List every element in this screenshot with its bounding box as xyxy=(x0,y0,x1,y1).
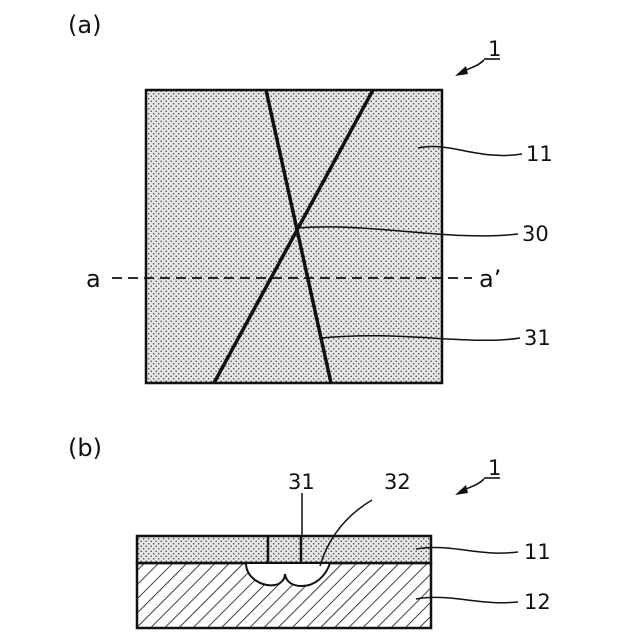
ref-30-label: 30 xyxy=(522,222,549,246)
panel-a: (a) 1 a a’ 11 30 31 xyxy=(68,11,553,383)
ref-31-label-b: 31 xyxy=(288,470,315,494)
device-ref-label-a: 1 xyxy=(488,37,501,61)
section-end-label: a’ xyxy=(479,265,501,293)
panel-b: (b) 1 31 32 11 12 xyxy=(68,434,551,628)
section-start-label: a xyxy=(86,265,101,293)
device-ref-arrowhead-b xyxy=(455,485,468,495)
layer-11-section xyxy=(137,536,431,563)
ref-32-label: 32 xyxy=(384,470,411,494)
device-ref-arrowhead-a xyxy=(455,66,468,76)
ref-11-label-b: 11 xyxy=(524,540,551,564)
ref-31-label-a: 31 xyxy=(524,326,551,350)
panel-b-label: (b) xyxy=(68,434,102,462)
device-ref-label-b: 1 xyxy=(488,456,501,480)
panel-a-label: (a) xyxy=(68,11,101,39)
ref-12-label: 12 xyxy=(524,590,551,614)
ref-11-label-a: 11 xyxy=(526,142,553,166)
